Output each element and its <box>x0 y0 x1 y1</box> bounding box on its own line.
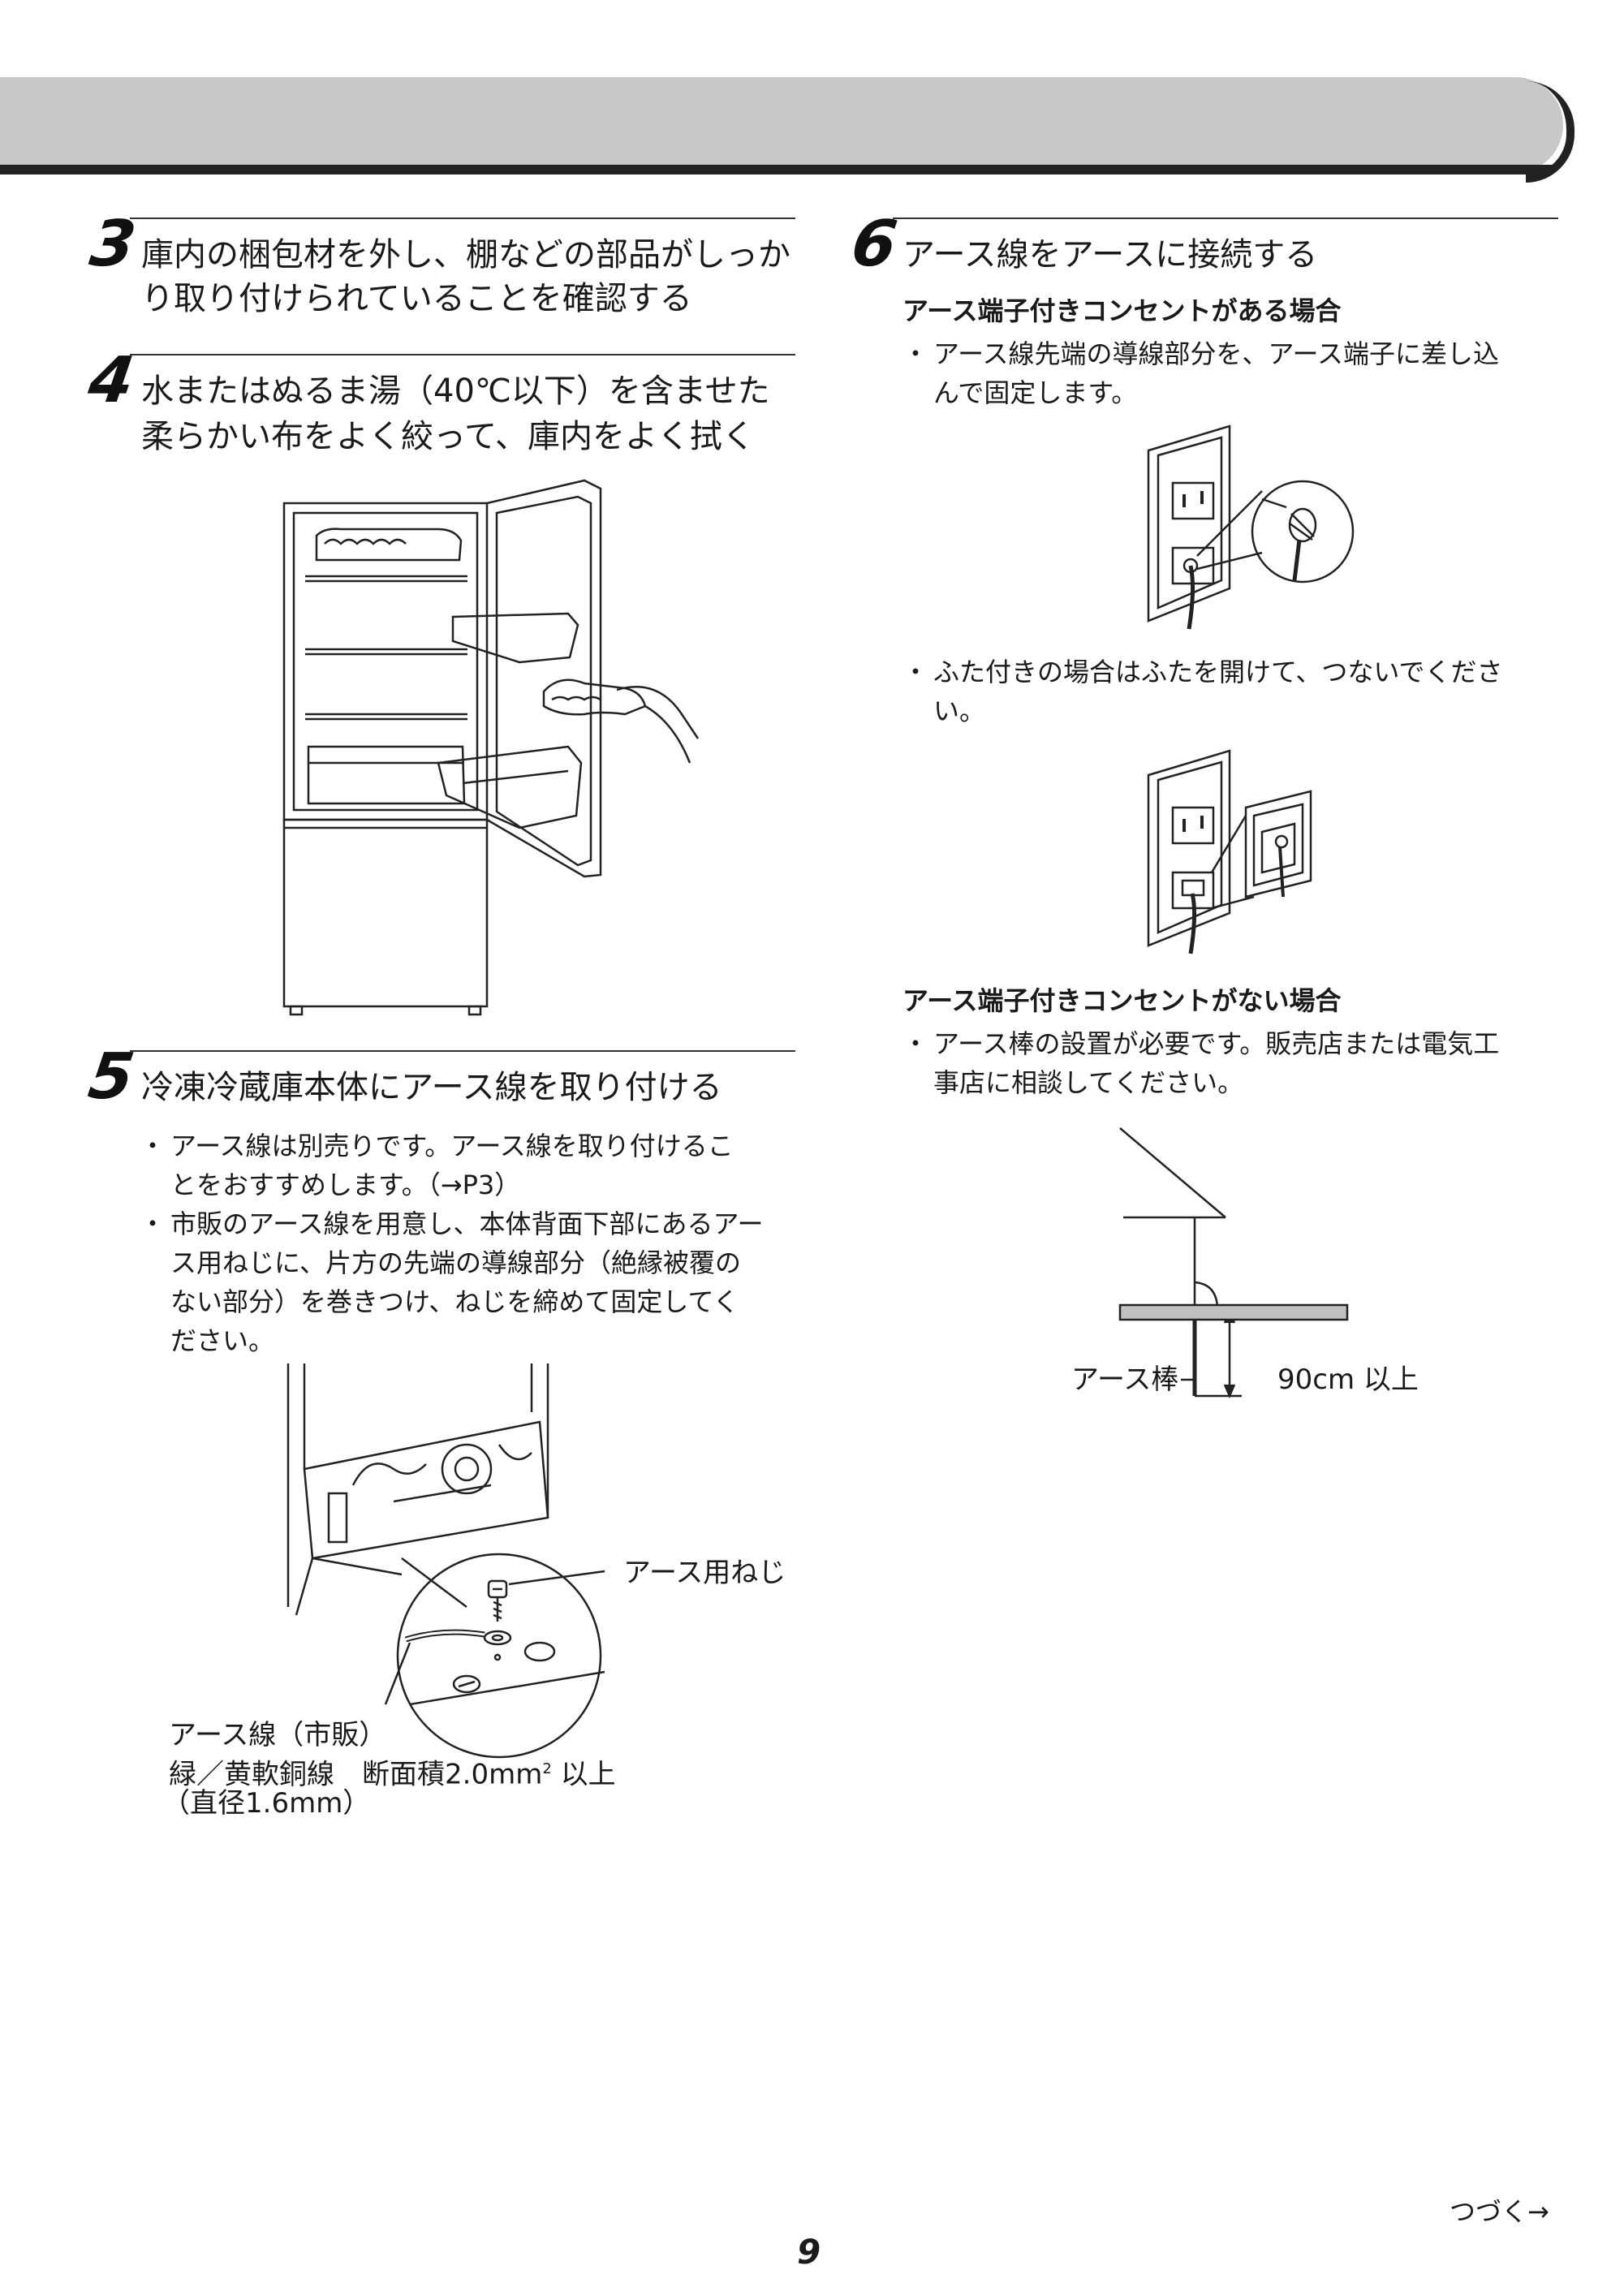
step5-bullet1: アース線は別売りです。アース線を取り付けるこ とをおすすめします。（→P3） <box>140 1126 836 1204</box>
step6-number: 6 <box>846 208 902 281</box>
step5-bullet2: 市販のアース線を用意し、本体背面下部にあるアー ス用ねじに、片方の先端の導線部分… <box>140 1204 836 1360</box>
case1-title: アース端子付きコンセントがある場合 <box>902 295 1342 326</box>
step4-title-line2: 柔らかい布をよく絞って、庫内をよく拭く <box>141 418 755 455</box>
case1-bullet2: ふた付きの場合はふたを開けて、つないでくださ い。 <box>902 653 1599 730</box>
step3-title-line2: り取り付けられていることを確認する <box>141 280 692 317</box>
step6-rule <box>893 218 1558 219</box>
header-band <box>0 77 1563 173</box>
step5-bullet2-line3: ない部分）を巻きつけ、ねじを締めて固定してく <box>170 1286 739 1317</box>
case1-bullet2-line2: い。 <box>933 696 986 726</box>
case1-bullet1-line1: アース線先端の導線部分を、アース端子に差し込 <box>933 338 1499 369</box>
step3-rule <box>130 218 795 219</box>
case1-bullet1: アース線先端の導線部分を、アース端子に差し込 んで固定します。 <box>902 334 1599 412</box>
step3-title-line1: 庫内の梱包材を外し、棚などの部品がしっか <box>141 236 790 274</box>
label-wire-spec-tail: 以上 <box>551 1758 616 1791</box>
step4-title-line1: 水またはぬるま湯（40℃以下）を含ませた <box>141 373 770 410</box>
step5-bullet1-line1: アース線は別売りです。アース線を取り付けるこ <box>170 1131 734 1161</box>
label-earth-screw: アース用ねじ <box>623 1557 786 1589</box>
page-number: 9 <box>797 2232 821 2272</box>
step5-bullet2-line1: 市販のアース線を用意し、本体背面下部にあるアー <box>170 1208 764 1239</box>
case2-title: アース端子付きコンセントがない場合 <box>902 985 1342 1016</box>
earth-rod-illustration <box>1118 1127 1349 1399</box>
label-wire-diameter: （直径1.6mm） <box>162 1787 371 1820</box>
step6-title: アース線をアースに接続する <box>902 236 1318 274</box>
label-wire-spec-main: 緑／黄軟銅線 断面積2.0mm <box>169 1758 543 1791</box>
outlet-with-lid-illustration <box>1147 749 1312 954</box>
header-band-shadow <box>0 165 1554 174</box>
step3-number: 3 <box>85 208 140 281</box>
step5-title: 冷凍冷蔵庫本体にアース線を取り付ける <box>141 1069 722 1106</box>
header-band-shadow-right <box>1526 81 1574 183</box>
step5-bullet2-line4: ださい。 <box>170 1325 275 1356</box>
step4-number: 4 <box>84 344 139 417</box>
outlet-earth-terminal-illustration <box>1147 424 1355 630</box>
refrigerator-wiping-illustration <box>282 479 700 1016</box>
step5-bullet2-line2: ス用ねじに、片方の先端の導線部分（絶縁被覆の <box>170 1247 742 1278</box>
case1-bullet2-line1: ふた付きの場合はふたを開けて、つないでくださ <box>933 657 1503 687</box>
earth-screw-illustration <box>286 1363 605 1759</box>
case2-bullet: アース棒の設置が必要です。販売店または電気工 事店に相談してください。 <box>902 1024 1599 1102</box>
case2-bullet-line2: 事店に相談してください。 <box>933 1067 1244 1098</box>
step4-rule <box>130 354 795 355</box>
label-earth-wire: アース線（市販） <box>169 1719 387 1751</box>
case2-bullet-line1: アース棒の設置が必要です。販売店または電気工 <box>933 1028 1500 1059</box>
step5-number: 5 <box>84 1040 139 1114</box>
step5-bullet1-line2: とをおすすめします。（→P3） <box>170 1170 521 1200</box>
case1-bullet1-line2: んで固定します。 <box>933 377 1138 408</box>
step5-rule <box>130 1050 795 1052</box>
continue-indicator: つづく→ <box>1450 2196 1549 2227</box>
label-depth: 90cm 以上 <box>1277 1363 1419 1396</box>
label-wire-spec: 緑／黄軟銅線 断面積2.0mm2 以上 <box>169 1753 616 1790</box>
label-earth-rod: アース棒 <box>1071 1363 1179 1396</box>
label-wire-spec-sup: 2 <box>542 1760 552 1777</box>
